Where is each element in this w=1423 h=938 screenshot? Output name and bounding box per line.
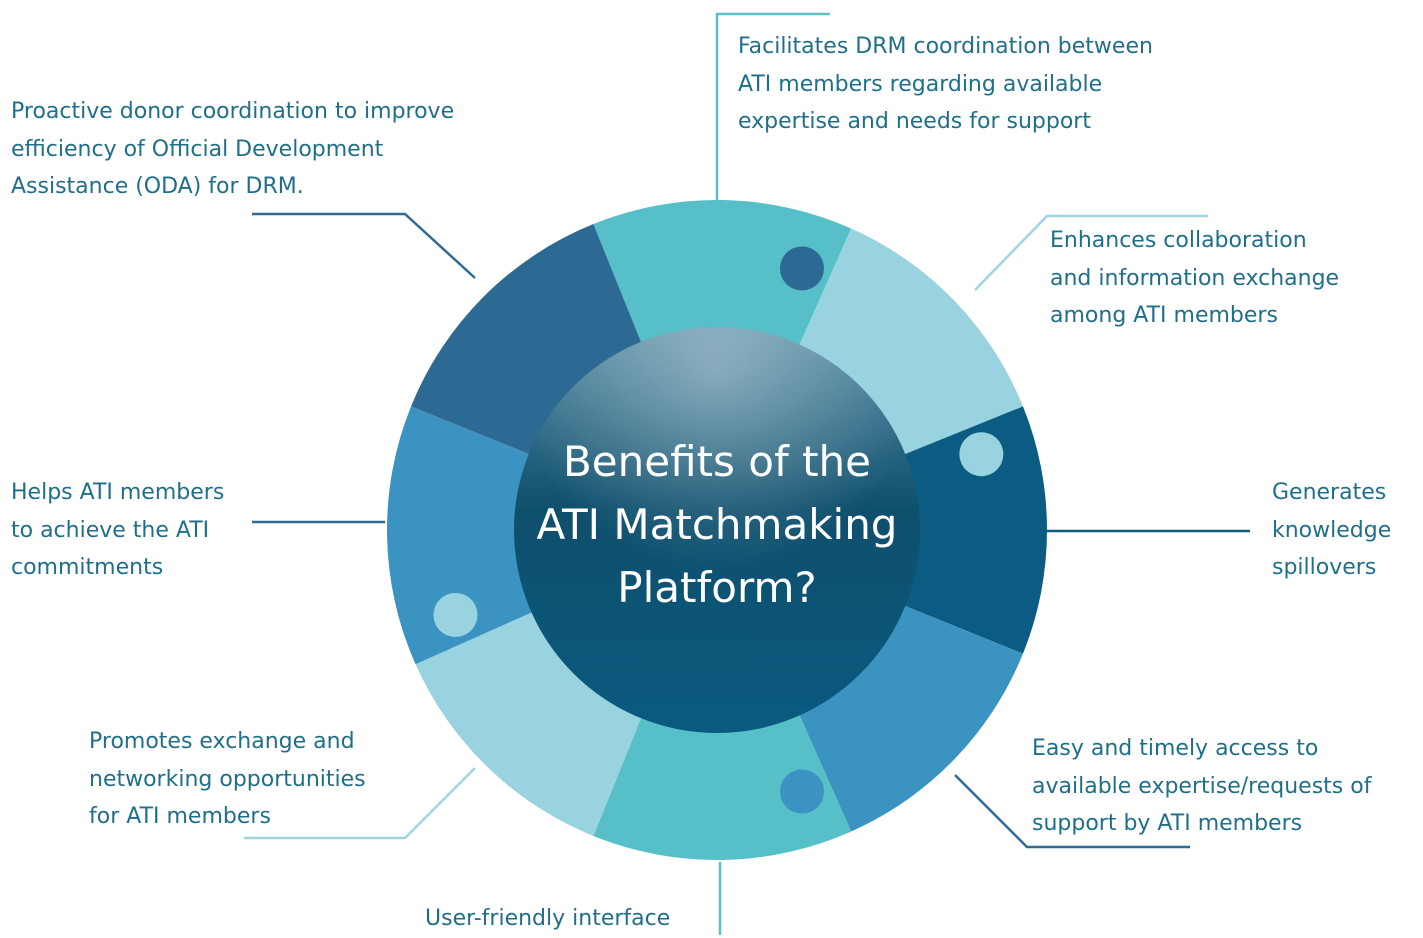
- benefit-label-lower-right: Easy and timely access to available expe…: [1032, 736, 1372, 836]
- benefit-label-left: Helps ATI members to achieve the ATI com…: [11, 480, 225, 580]
- puzzle-ring: [386, 200, 1047, 860]
- page-title: Benefits of the ATI Matchmaking Platform…: [536, 437, 898, 612]
- leader-line-upper-left: [252, 212, 476, 279]
- puzzle-tabs: [430, 243, 1004, 817]
- puzzle-piece-upper-left: [411, 224, 643, 456]
- puzzle-piece-top: [593, 200, 852, 348]
- benefit-label-lower-left: Promotes exchange and networking opportu…: [89, 729, 366, 829]
- leader-line-top: [715, 12, 830, 200]
- puzzle-piece-lower-right: [798, 604, 1023, 832]
- puzzle-piece-lower-left: [415, 611, 643, 836]
- leader-line-lower-right: [954, 774, 1190, 849]
- puzzle-piece-left: [386, 406, 535, 665]
- puzzle-knob: [779, 769, 824, 814]
- benefit-label-right: Generates knowledge spillovers: [1272, 480, 1392, 580]
- leader-line-upper-right: [974, 214, 1208, 291]
- benefit-label-bottom: User-friendly interface: [425, 906, 671, 931]
- benefit-label-upper-right: Enhances collaboration and information e…: [1050, 228, 1340, 328]
- puzzle-piece-right: [902, 406, 1047, 654]
- leader-lines: [244, 12, 1250, 935]
- benefit-label-upper-left: Proactive donor coordination to improve …: [11, 99, 455, 199]
- puzzle-knob: [433, 592, 478, 637]
- center-highlight: [514, 327, 920, 733]
- puzzle-knob: [430, 432, 475, 477]
- puzzle-knob: [779, 246, 824, 291]
- puzzle-knob: [959, 432, 1004, 477]
- puzzle-knob: [959, 583, 1004, 628]
- puzzle-piece-bottom: [593, 712, 852, 860]
- benefit-label-top: Facilitates DRM coordination between ATI…: [738, 34, 1153, 134]
- leader-line-lower-left: [244, 767, 476, 840]
- puzzle-knob: [619, 243, 664, 288]
- puzzle-piece-upper-right: [798, 228, 1023, 456]
- puzzle-knob: [619, 772, 664, 817]
